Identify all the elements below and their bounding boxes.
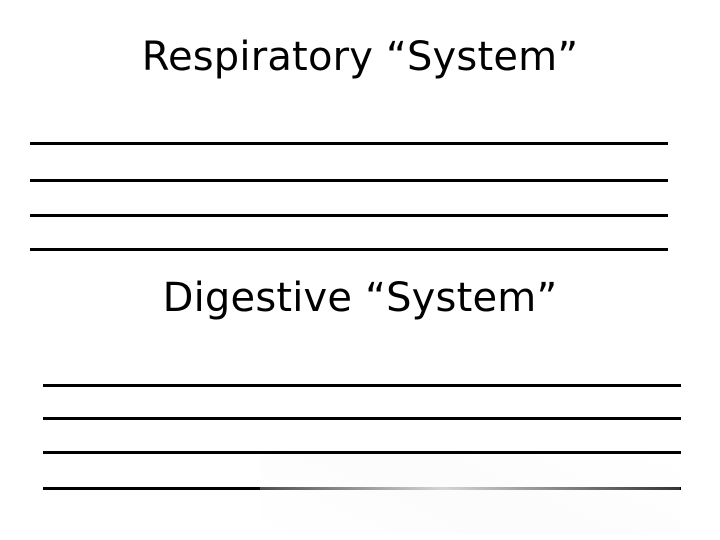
answer-line	[30, 214, 668, 217]
page-title-digestive: Digestive “System”	[162, 275, 558, 321]
answer-line	[30, 142, 668, 145]
faint-diagonal-artifact	[260, 455, 680, 535]
answer-line	[43, 487, 681, 490]
page-title-respiratory: Respiratory “System”	[141, 34, 579, 80]
answer-line	[43, 451, 681, 454]
answer-line	[30, 179, 668, 182]
answer-line	[43, 384, 681, 387]
answer-line	[43, 417, 681, 420]
answer-line	[30, 248, 668, 251]
